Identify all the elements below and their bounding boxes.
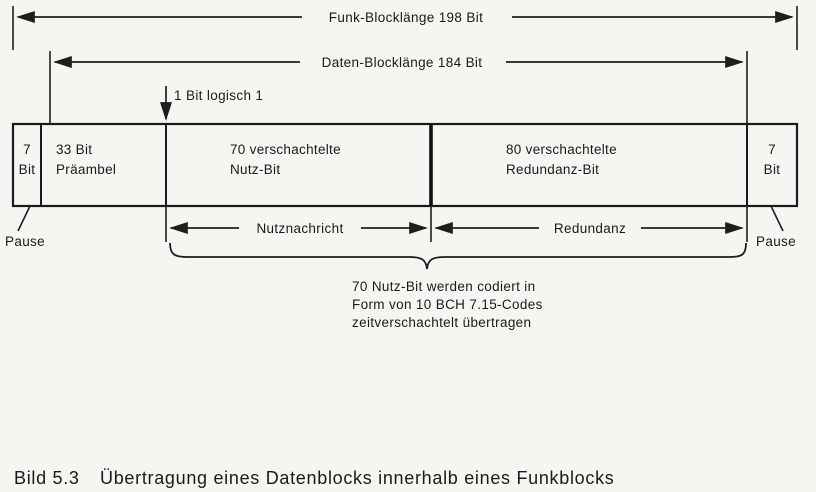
cell-nutz-bit-line1: 70 verschachtelte (230, 142, 341, 157)
pause-right-label: Pause (756, 234, 796, 249)
cell-pause-left-line2: Bit (19, 162, 36, 177)
coding-note: 70 Nutz-Bit werden codiert in Form von 1… (352, 279, 543, 330)
funk-blocklaenge-label: Funk-Blocklänge 198 Bit (329, 10, 483, 25)
coding-note-line3: zeitverschachtelt übertragen (352, 315, 531, 330)
cell-pause-right: 7 Bit (764, 142, 781, 177)
logisch1-label: 1 Bit logisch 1 (174, 88, 263, 103)
cell-pause-left: 7 Bit (19, 142, 36, 177)
figure-caption-text: Übertragung eines Datenblocks innerhalb … (100, 468, 614, 488)
pause-left-leader-line (17, 205, 31, 232)
redundanz-label: Redundanz (554, 221, 626, 236)
cell-pause-right-line1: 7 (768, 142, 776, 157)
cell-pause-left-line1: 7 (23, 142, 31, 157)
cell-nutz-bit: 70 verschachtelte Nutz-Bit (230, 142, 341, 177)
cell-praeambel-line1: 33 Bit (56, 142, 92, 157)
daten-blocklaenge-label: Daten-Blocklänge 184 Bit (322, 55, 483, 70)
cell-praeambel-line2: Präambel (56, 162, 116, 177)
pause-left-label: Pause (5, 234, 45, 249)
pause-right-leader-line (770, 205, 784, 232)
cell-praeambel: 33 Bit Präambel (56, 142, 116, 177)
cell-pause-right-line2: Bit (764, 162, 781, 177)
nutznachricht-label: Nutznachricht (256, 221, 343, 236)
cell-nutz-bit-line2: Nutz-Bit (230, 162, 280, 177)
coding-note-line2: Form von 10 BCH 7.15-Codes (352, 297, 543, 312)
figure-caption: Bild 5.3 Übertragung eines Datenblocks i… (14, 468, 614, 488)
cell-redundanz-bit: 80 verschachtelte Redundanz-Bit (506, 142, 617, 177)
coding-note-line1: 70 Nutz-Bit werden codiert in (352, 279, 535, 294)
cell-redundanz-bit-line1: 80 verschachtelte (506, 142, 617, 157)
figure-caption-number: Bild 5.3 (14, 468, 80, 488)
cell-redundanz-bit-line2: Redundanz-Bit (506, 162, 599, 177)
block-outline (11, 122, 799, 208)
note-brace (169, 242, 747, 270)
